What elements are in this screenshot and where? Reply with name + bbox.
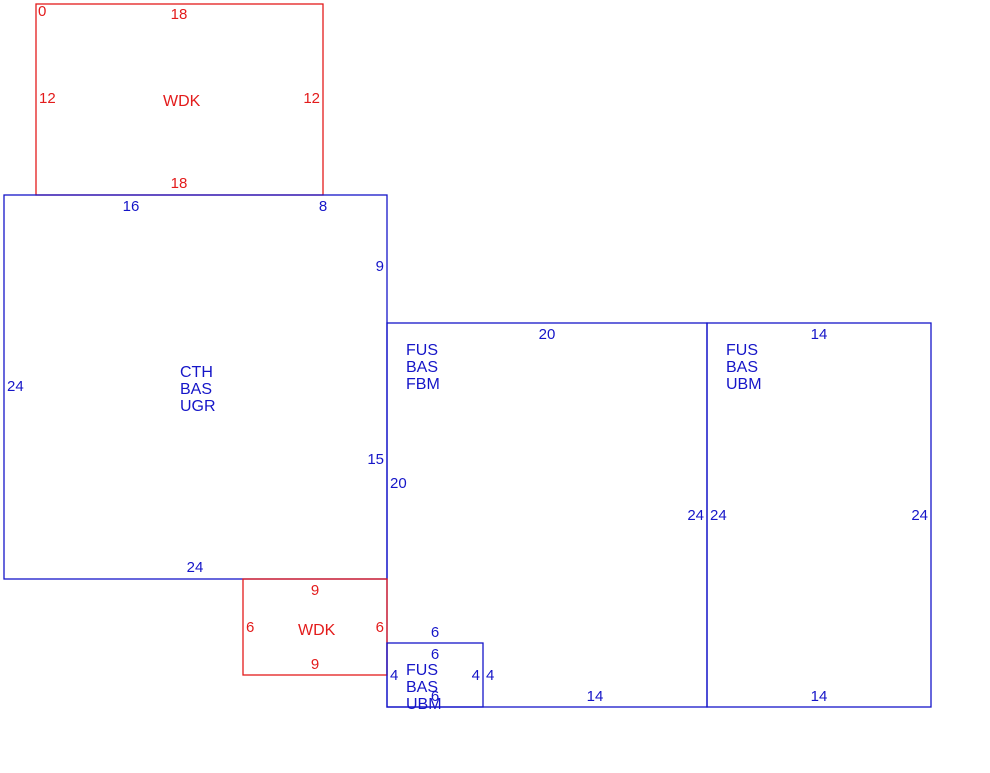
- fus-ubm-small-outline: [386, 642, 484, 708]
- wdk-bottom-area: 9 6 WDK 6 9: [242, 578, 388, 676]
- fus-ubm-small-right-inner-dimension: 4: [472, 667, 480, 684]
- cth-top-dimension-b: 8: [319, 198, 327, 215]
- wdk-top-corner-marker: 0: [38, 3, 46, 20]
- fus-ubm-right-label-line-1: FUS: [726, 342, 758, 359]
- wdk-bottom-right-dimension: 6: [376, 619, 384, 636]
- fus-ubm-right-outline: [706, 322, 932, 708]
- fus-fbm-left-dimension: 20: [390, 475, 407, 492]
- wdk-top-top-dimension: 18: [171, 6, 188, 23]
- fus-ubm-right-left-dimension: 24: [710, 507, 727, 524]
- wdk-bottom-label: WDK: [298, 622, 336, 639]
- wdk-top-left-dimension: 12: [39, 90, 56, 107]
- cth-label-line-2: BAS: [180, 381, 212, 398]
- wdk-top-right-dimension: 12: [303, 90, 320, 107]
- fus-ubm-right-label-line-3: UBM: [726, 376, 762, 393]
- cth-top-dimension-a: 16: [123, 198, 140, 215]
- wdk-bottom-outline: [242, 578, 388, 676]
- fus-ubm-small-area: 6 6 4 FUS 4 4 BAS 6 UBM: [386, 624, 494, 713]
- wdk-bottom-top-dimension: 9: [311, 582, 319, 599]
- fus-ubm-small-top-outer-dimension: 6: [431, 624, 439, 641]
- cth-right-lower-dimension: 15: [367, 451, 384, 468]
- cth-main-area: 16 8 9 24 CTH BAS UGR 15 24: [3, 194, 388, 580]
- fus-fbm-bottom-dimension: 14: [587, 688, 604, 705]
- wdk-bottom-left-dimension: 6: [246, 619, 254, 636]
- fus-ubm-right-top-dimension: 14: [811, 326, 828, 343]
- fus-ubm-small-top-inner-dimension: 6: [431, 646, 439, 663]
- cth-label-line-3: UGR: [180, 398, 216, 415]
- fus-fbm-label-line-2: BAS: [406, 359, 438, 376]
- cth-right-upper-dimension: 9: [376, 258, 384, 275]
- cth-left-dimension: 24: [7, 378, 24, 395]
- fus-ubm-right-bottom-dimension: 14: [811, 688, 828, 705]
- fus-ubm-right-label-line-2: BAS: [726, 359, 758, 376]
- fus-ubm-right-area: 14 FUS BAS UBM 24 24 14: [706, 322, 932, 708]
- wdk-top-area: 0 18 12 12 WDK 18: [35, 3, 324, 196]
- cth-label-line-1: CTH: [180, 364, 213, 381]
- fus-ubm-small-bottom-dimension: 6: [431, 688, 439, 705]
- fus-ubm-small-right-outer-dimension: 4: [486, 667, 494, 684]
- fus-ubm-small-label-line-1: FUS: [406, 662, 438, 679]
- fus-ubm-small-label-line-3: UBM: [406, 696, 442, 713]
- fus-ubm-small-label-line-2: BAS: [406, 679, 438, 696]
- wdk-top-label: WDK: [163, 93, 201, 110]
- wdk-bottom-bottom-dimension: 9: [311, 656, 319, 673]
- wdk-top-bottom-dimension: 18: [171, 175, 188, 192]
- cth-bottom-dimension: 24: [187, 559, 204, 576]
- fus-fbm-right-dimension: 24: [687, 507, 704, 524]
- fus-fbm-top-dimension: 20: [539, 326, 556, 343]
- fus-fbm-label-line-3: FBM: [406, 376, 440, 393]
- fus-ubm-small-left-dimension: 4: [390, 667, 398, 684]
- fus-fbm-label-line-1: FUS: [406, 342, 438, 359]
- fus-ubm-right-right-dimension: 24: [911, 507, 928, 524]
